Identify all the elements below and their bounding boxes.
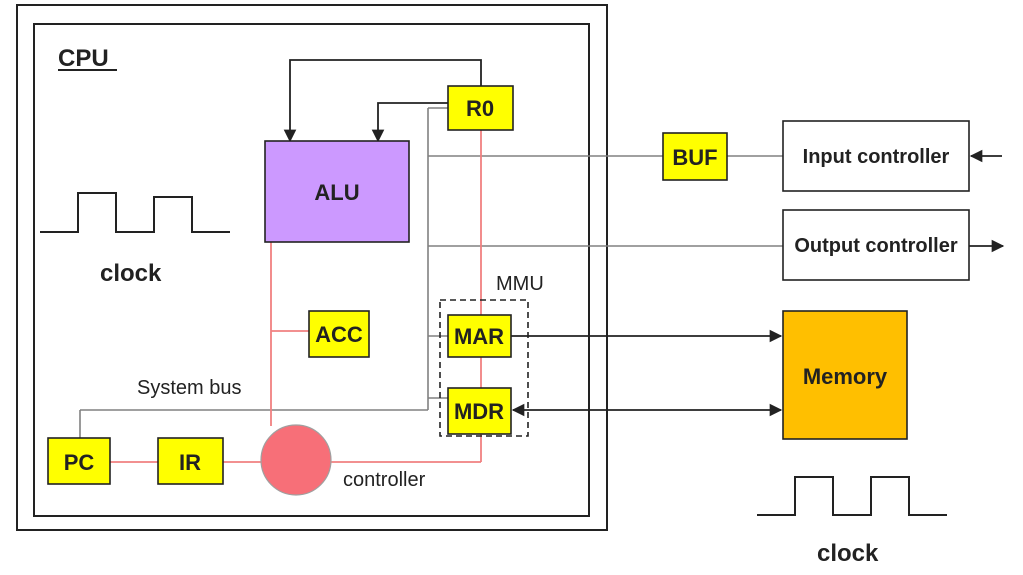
memory-label: Memory (803, 364, 888, 389)
r0-label: R0 (466, 96, 494, 121)
r0-register (447, 85, 514, 131)
acc-register (308, 310, 370, 358)
controller-label: controller (343, 469, 426, 491)
output-controller-block (782, 209, 970, 281)
ir-register (157, 437, 224, 485)
red-control-lines (110, 130, 482, 463)
buf-register (662, 132, 728, 181)
gray-bus-lines (79, 107, 783, 438)
pc-label: PC (64, 450, 95, 475)
cpu-inner-frame (33, 23, 590, 517)
alu-label: ALU (314, 180, 359, 205)
mmu-boundary (439, 299, 529, 437)
mdr-register (447, 387, 512, 435)
clock-waveform-left (40, 192, 230, 233)
input-controller-block (782, 120, 970, 192)
pc-register (47, 437, 111, 485)
system-bus-label: System bus (137, 377, 241, 399)
input-controller-label: Input controller (803, 146, 950, 168)
clock-label-right: clock (817, 540, 879, 567)
buf-label: BUF (672, 145, 717, 170)
mar-label: MAR (454, 324, 504, 349)
alu-block (264, 140, 410, 243)
mdr-label: MDR (454, 399, 504, 424)
clock-waveform-right (757, 476, 947, 516)
r0-alu-feedback (283, 59, 482, 143)
acc-label: ACC (315, 322, 363, 347)
cpu-outer-frame (16, 4, 608, 531)
controller-circle (260, 424, 332, 496)
memory-block (782, 310, 908, 440)
output-controller-label: Output controller (794, 235, 958, 257)
clock-label-left: clock (100, 260, 162, 287)
mmu-label: MMU (496, 273, 544, 295)
cpu-label: CPU (58, 45, 109, 72)
mar-register (447, 314, 512, 358)
ir-label: IR (179, 450, 201, 475)
